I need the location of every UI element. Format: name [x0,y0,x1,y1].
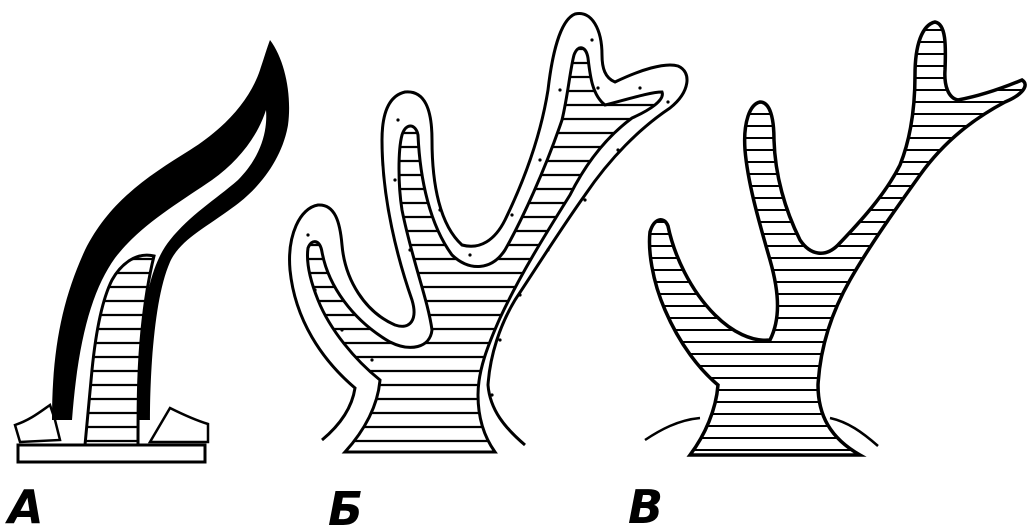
panel-b [290,13,687,452]
panel-a-sheath [52,40,289,420]
panel-a-ground-right [150,408,208,442]
panel-b-outer-envelope [290,13,687,445]
panel-c-label: В [628,480,663,532]
panel-a-label: А [5,480,44,532]
panel-c-body [650,22,1026,455]
panel-a [15,40,289,462]
panel-a-base [18,445,205,462]
panel-b-label: Б [328,482,363,532]
panel-c [645,22,1025,455]
panel-c-ground-left [645,418,700,440]
